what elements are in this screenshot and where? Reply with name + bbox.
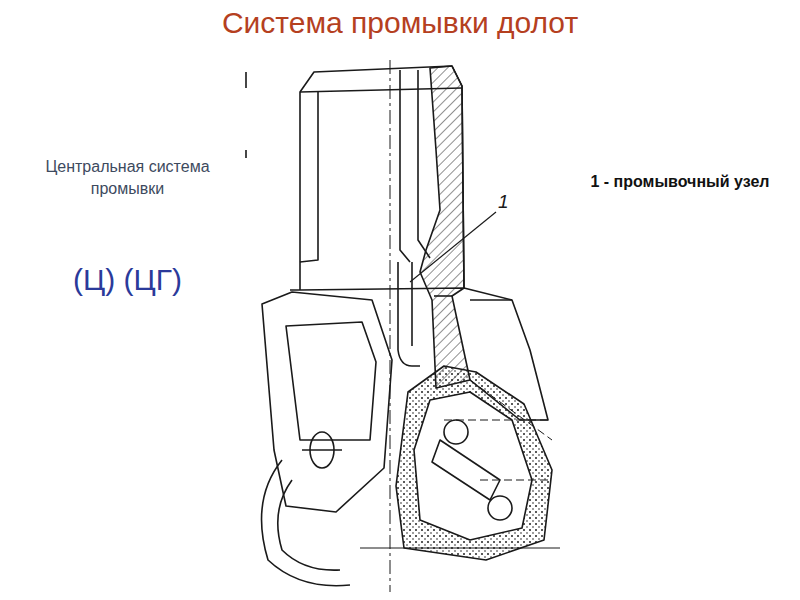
shank-edge xyxy=(300,92,318,262)
left-cone xyxy=(262,460,350,586)
shoulder-line xyxy=(290,288,512,300)
cone-bore xyxy=(414,392,532,540)
frame-mark xyxy=(245,72,247,158)
bearing-ball xyxy=(488,496,512,520)
leader-line xyxy=(410,212,496,282)
channel-wall xyxy=(418,70,430,258)
axis-line xyxy=(444,380,552,480)
system-code: (Ц) (ЦГ) xyxy=(50,258,205,302)
bearing-ball xyxy=(444,420,468,444)
pin-axis xyxy=(302,449,342,451)
right-cone xyxy=(396,366,552,560)
cone-pin xyxy=(432,440,500,500)
left-cone-row xyxy=(278,480,340,570)
nozzle-channel xyxy=(398,262,420,366)
body-section xyxy=(420,66,470,388)
channel-wall xyxy=(400,70,410,262)
slide-title: Система промывки долот xyxy=(0,6,800,40)
centre-line xyxy=(390,60,391,592)
system-name: Центральная система промывки xyxy=(40,156,215,199)
nozzle-channel xyxy=(411,262,413,346)
callout-legend: 1 - промывочный узел xyxy=(580,172,780,193)
leg-facet xyxy=(286,322,376,440)
callout-number: 1 xyxy=(498,192,518,213)
section-step xyxy=(434,295,452,297)
left-leg xyxy=(262,292,392,512)
